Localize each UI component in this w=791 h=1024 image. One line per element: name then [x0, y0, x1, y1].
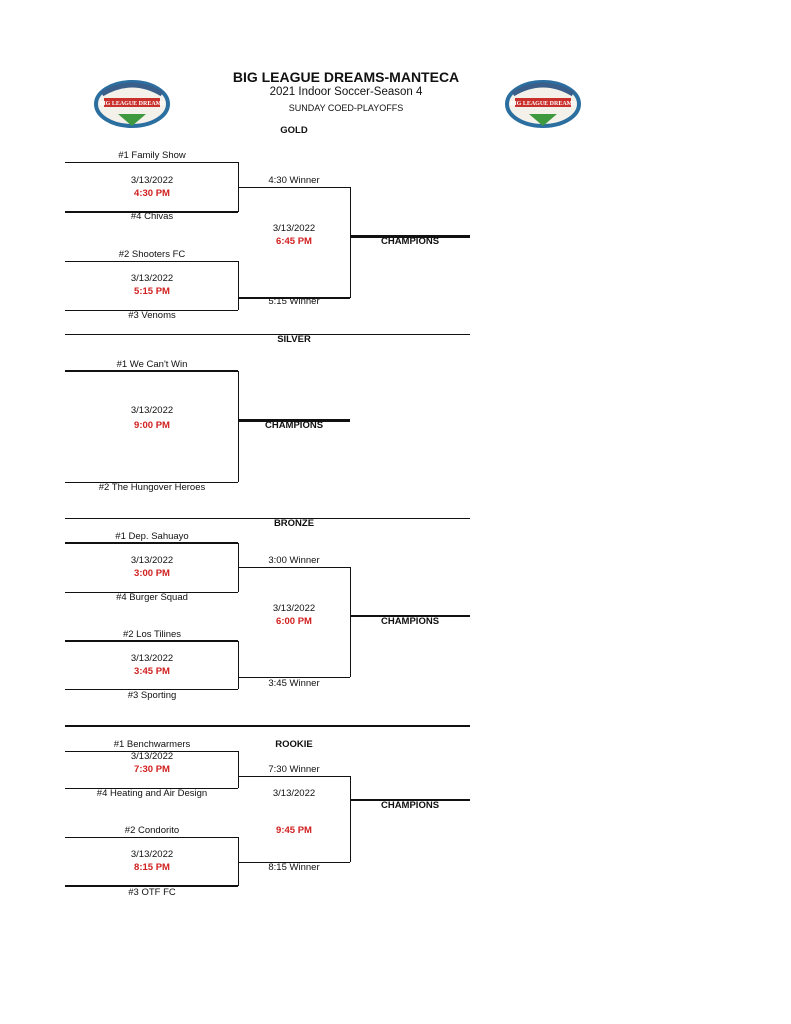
game-date: 3/13/2022: [272, 223, 316, 234]
team-label: #3 OTF FC: [128, 887, 176, 898]
game-date: 3/13/2022: [130, 555, 174, 566]
team-label: #3 Sporting: [127, 690, 177, 701]
game-time: 3:45 PM: [134, 666, 170, 677]
winner-label: 5:15 Winner: [268, 296, 320, 307]
game-date: 3/13/2022: [130, 849, 174, 860]
bracket-line: [238, 371, 239, 482]
champions-label: CHAMPIONS: [380, 616, 440, 627]
team-label: #1 Family Show: [118, 150, 186, 161]
champions-label: CHAMPIONS: [380, 800, 440, 811]
champions-label: CHAMPIONS: [264, 420, 324, 431]
game-time: 8:15 PM: [134, 862, 170, 873]
game-date: 3/13/2022: [130, 273, 174, 284]
section-title-silver: SILVER: [277, 334, 311, 345]
winner-label: 7:30 Winner: [268, 764, 320, 775]
bracket-line: [65, 885, 238, 887]
bracket-line: [65, 689, 238, 690]
bracket-line: [65, 370, 238, 372]
bracket-line: [65, 310, 238, 311]
bracket-line: [238, 641, 239, 689]
bracket-line: [238, 261, 239, 310]
bracket-line: [350, 187, 351, 298]
bracket-line: [65, 640, 238, 642]
game-date: 3/13/2022: [130, 653, 174, 664]
bracket-line: [238, 837, 239, 886]
team-label: #1 We Can't Win: [116, 359, 188, 370]
game-date: 3/13/2022: [272, 788, 316, 799]
bracket-line: [65, 482, 238, 483]
bracket-line: [238, 187, 350, 188]
bracket-line: [65, 162, 238, 163]
bracket-line: [65, 725, 470, 727]
game-date: 3/13/2022: [130, 751, 174, 762]
team-label: #2 The Hungover Heroes: [98, 482, 206, 493]
game-time: 7:30 PM: [134, 764, 170, 775]
bracket-line: [65, 592, 238, 593]
champions-label: CHAMPIONS: [380, 236, 440, 247]
game-date: 3/13/2022: [272, 603, 316, 614]
game-time: 9:45 PM: [276, 825, 312, 836]
bracket-line: [238, 677, 350, 678]
game-time: 6:45 PM: [276, 236, 312, 247]
team-label: #4 Chivas: [130, 211, 174, 222]
division-label: SUNDAY COED-PLAYOFFS: [288, 103, 404, 113]
game-date: 3/13/2022: [130, 405, 174, 416]
team-label: #4 Burger Squad: [116, 592, 188, 603]
bracket-line: [65, 542, 238, 544]
section-title-gold: GOLD: [280, 125, 308, 136]
winner-label: 3:45 Winner: [268, 678, 320, 689]
big-league-dreams-logo: BIG LEAGUE DREAMS: [505, 80, 581, 128]
bracket-line: [65, 788, 238, 789]
bracket-line: [350, 799, 470, 801]
bracket-line: [65, 751, 238, 752]
page-title: BIG LEAGUE DREAMS-MANTECA: [232, 69, 460, 85]
bracket-line: [238, 862, 350, 863]
bracket-line: [350, 235, 470, 238]
game-time: 4:30 PM: [134, 188, 170, 199]
team-label: #4 Heating and Air Design: [96, 788, 208, 799]
bracket-line: [238, 297, 350, 299]
team-label: #1 Dep. Sahuayo: [115, 531, 189, 542]
winner-label: 3:00 Winner: [268, 555, 320, 566]
team-label: #2 Los Tilines: [122, 629, 182, 640]
team-label: #2 Condorito: [124, 825, 180, 836]
winner-label: 8:15 Winner: [268, 862, 320, 873]
section-title-bronze: BRONZE: [273, 518, 315, 529]
bracket-line: [238, 567, 350, 568]
game-time: 5:15 PM: [134, 286, 170, 297]
bracket-line: [65, 334, 470, 335]
team-label: #3 Venoms: [128, 310, 176, 321]
svg-text:BIG LEAGUE DREAMS: BIG LEAGUE DREAMS: [510, 101, 576, 107]
game-time: 9:00 PM: [134, 420, 170, 431]
bracket-line: [238, 776, 350, 777]
bracket-line: [350, 567, 351, 677]
section-title-rookie: ROOKIE: [275, 739, 313, 750]
bracket-line: [65, 837, 238, 838]
team-label: #2 Shooters FC: [118, 249, 186, 260]
bracket-line: [350, 615, 470, 617]
game-time: 3:00 PM: [134, 568, 170, 579]
big-league-dreams-logo: BIG LEAGUE DREAMS: [94, 80, 170, 128]
page-subtitle: 2021 Indoor Soccer-Season 4: [269, 86, 423, 98]
bracket-line: [65, 518, 470, 519]
game-date: 3/13/2022: [130, 175, 174, 186]
winner-label: 4:30 Winner: [268, 175, 320, 186]
bracket-line: [238, 751, 239, 788]
bracket-line: [350, 776, 351, 862]
game-time: 6:00 PM: [276, 616, 312, 627]
team-label: #1 Benchwarmers: [113, 739, 191, 750]
bracket-line: [238, 419, 350, 422]
svg-text:BIG LEAGUE DREAMS: BIG LEAGUE DREAMS: [99, 101, 165, 107]
bracket-line: [65, 211, 238, 213]
bracket-line: [65, 261, 238, 262]
